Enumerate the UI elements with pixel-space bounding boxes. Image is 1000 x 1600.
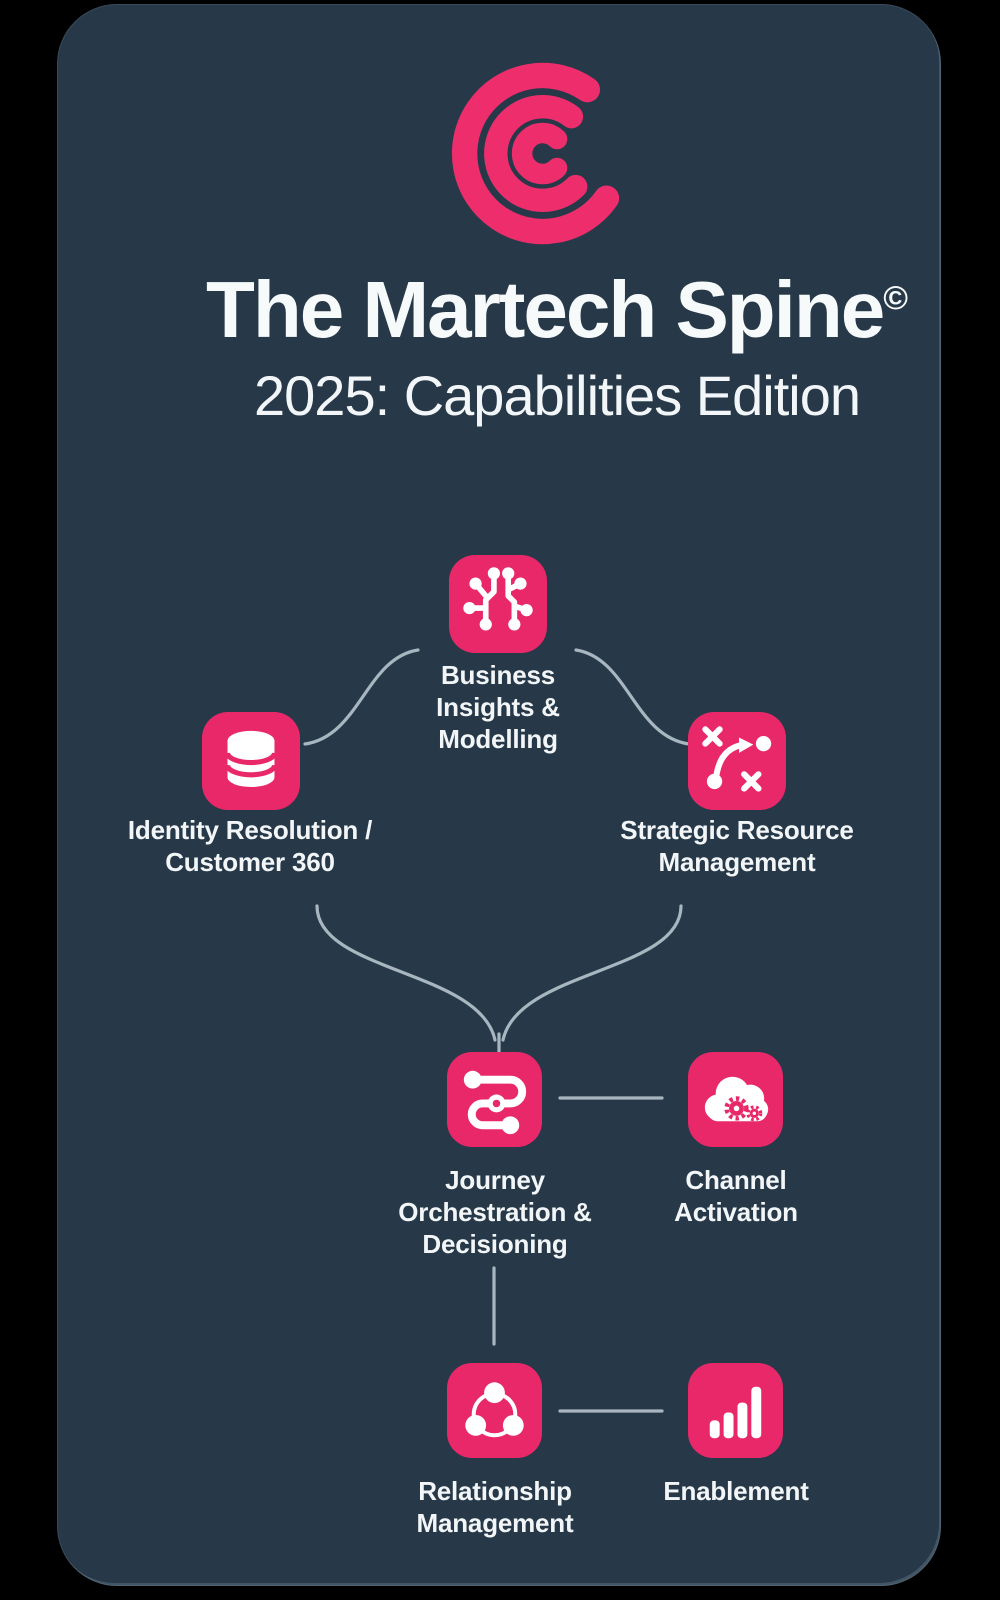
node-tile-relationship-management [447, 1363, 542, 1458]
page-title: The Martech Spine© [206, 265, 908, 354]
node-label-channel-activation: Channel Activation [674, 1165, 798, 1227]
circuit-brain-icon [463, 567, 533, 631]
node-label-relationship-management: Relationship Management [416, 1476, 574, 1538]
node-tile-business-insights [449, 555, 547, 653]
node-tile-strategic-resource [688, 712, 786, 810]
node-label-identity-resolution: Identity Resolution / Customer 360 [127, 815, 373, 877]
bar-chart-icon [709, 1386, 762, 1439]
strategy-tactics-icon [702, 726, 772, 792]
cloud-gears-icon [704, 1076, 769, 1122]
node-tile-journey-orchestration [447, 1052, 542, 1147]
network-nodes-icon [465, 1382, 524, 1438]
page-subtitle: 2025: Capabilities Edition [254, 364, 861, 427]
infographic-card: The Martech Spine© 2025: Capabilities Ed… [57, 4, 941, 1586]
node-label-journey-orchestration: Journey Orchestration & Decisioning [398, 1165, 592, 1259]
concentric-c-logo [451, 62, 620, 245]
database-icon [224, 730, 278, 788]
node-label-business-insights: Business Insights & Modelling [436, 660, 560, 754]
route-path-icon [463, 1070, 527, 1135]
copyright-symbol: © [883, 280, 908, 317]
node-tile-identity-resolution [202, 712, 300, 810]
node-label-strategic-resource: Strategic Resource Management [620, 815, 854, 877]
node-label-enablement: Enablement [663, 1476, 809, 1506]
node-tile-enablement [688, 1363, 783, 1458]
node-tile-channel-activation [688, 1052, 783, 1147]
